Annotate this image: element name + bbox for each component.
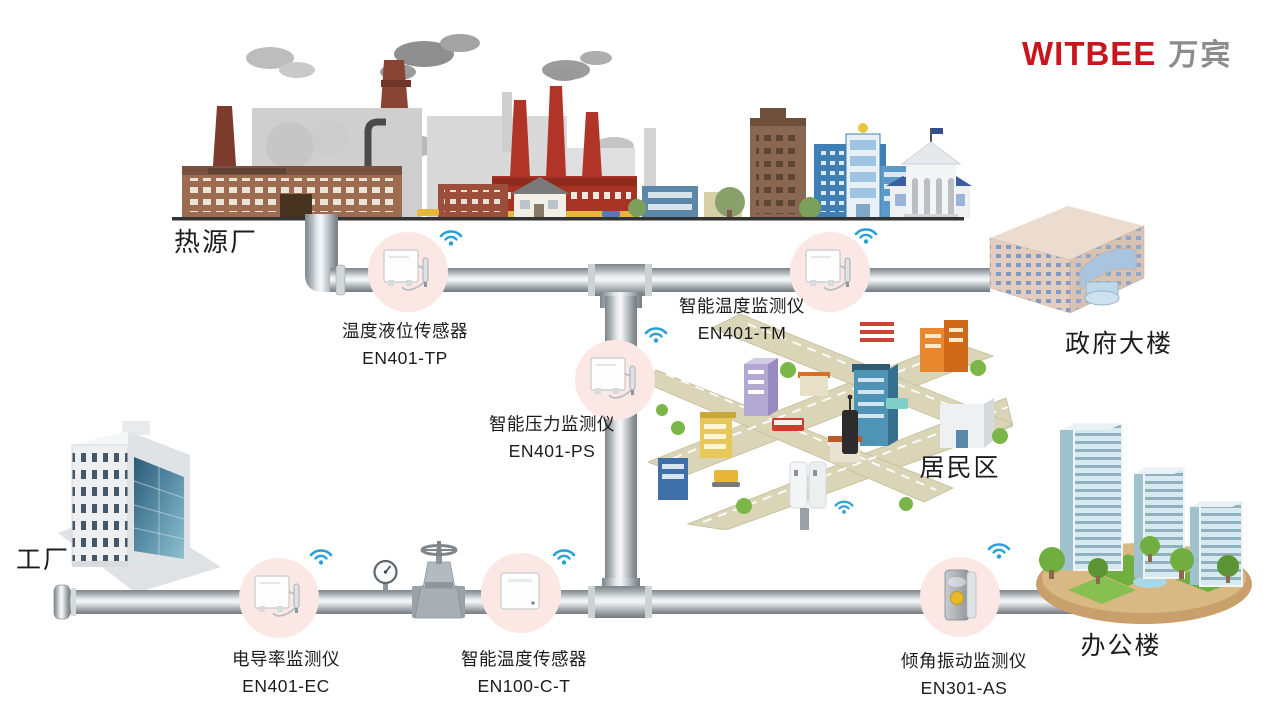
sensor-model: EN301-AS xyxy=(920,678,1008,698)
sensor-label-en100-c-t: 智能温度传感器 EN100-C-T xyxy=(419,646,629,700)
sensor-name: 电导率监测仪 xyxy=(232,649,340,669)
tilt-vibration-monitor-marker xyxy=(920,557,1000,637)
tall-brown-building xyxy=(750,108,806,218)
sensor-model: EN100-C-T xyxy=(477,676,571,696)
sensor-label-en401-tm: 智能温度监测仪 EN401-TM xyxy=(637,293,847,347)
sensor-name: 智能压力监测仪 xyxy=(489,414,615,434)
temperature-monitor-marker xyxy=(790,232,870,312)
courthouse-building xyxy=(886,128,972,218)
pressure-monitor-device-icon xyxy=(590,357,636,399)
residential-trees xyxy=(656,360,1008,514)
office-tower-1 xyxy=(1060,423,1123,571)
sensor-label-en401-tp: 温度液位传感器 EN401-TP xyxy=(300,318,510,372)
wifi-icon xyxy=(644,327,668,343)
factory-building-illustration xyxy=(58,421,221,593)
wifi-icon xyxy=(987,543,1011,559)
sensor-name: 倾角振动监测仪 xyxy=(901,651,1027,671)
blue-hospital-building xyxy=(814,123,914,219)
conductivity-monitor-marker xyxy=(239,558,319,638)
tilt-vibration-monitor-device-icon xyxy=(944,569,977,621)
pressure-gauge-illustration xyxy=(373,559,398,592)
top-tee-fitting xyxy=(588,264,652,296)
government-building-label: 政府大楼 xyxy=(1064,330,1173,358)
smart-temperature-sensor-device-icon xyxy=(500,572,540,610)
sensor-model: EN401-PS xyxy=(508,441,596,461)
sensor-label-en401-ec: 电导率监测仪 EN401-EC xyxy=(181,646,391,700)
heat-plant-skyline-illustration xyxy=(172,34,972,221)
wifi-icon xyxy=(854,228,878,244)
wifi-icon xyxy=(309,549,333,565)
office-building-label: 办公楼 xyxy=(1080,632,1162,660)
factory-label: 工厂 xyxy=(16,546,71,574)
heat-plant-label: 热源厂 xyxy=(174,227,259,257)
sensor-name: 智能温度监测仪 xyxy=(679,296,805,316)
gate-valve-illustration xyxy=(412,541,465,619)
base-station-cabinets xyxy=(789,461,827,530)
sensor-label-en301-as: 倾角振动监测仪 EN301-AS xyxy=(859,648,1069,702)
sensor-model: EN401-EC xyxy=(242,676,330,696)
wifi-icon xyxy=(834,500,854,514)
temperature-level-sensor-device-icon xyxy=(383,249,429,291)
residential-area-label: 居民区 xyxy=(919,454,1001,482)
conductivity-monitor-device-icon xyxy=(254,575,300,617)
sensor-model: EN401-TM xyxy=(697,323,787,343)
office-building-illustration xyxy=(1036,423,1252,624)
sensor-label-en401-ps: 智能压力监测仪 EN401-PS xyxy=(447,411,657,465)
brand-logo: WITBEE 万宾 xyxy=(1022,30,1232,74)
office-trees xyxy=(1039,536,1239,584)
sensor-name: 智能温度传感器 xyxy=(461,649,587,669)
sensor-model: EN401-TP xyxy=(362,348,448,368)
brand-logo-en: WITBEE xyxy=(1022,35,1157,72)
brand-logo-cn: 万宾 xyxy=(1168,39,1233,72)
communication-tower xyxy=(842,394,858,454)
smart-temperature-sensor-marker xyxy=(481,553,561,633)
sensor-name: 温度液位传感器 xyxy=(342,321,468,341)
temperature-monitor-device-icon xyxy=(805,249,851,291)
residential-area-illustration xyxy=(648,313,1013,530)
brown-factory-building xyxy=(182,166,402,218)
bottom-tee-fitting xyxy=(588,586,652,618)
wifi-icon xyxy=(552,549,576,565)
pressure-monitor-marker xyxy=(575,340,655,420)
temperature-level-sensor-marker xyxy=(368,232,448,312)
wifi-icon xyxy=(439,230,463,246)
government-building-illustration xyxy=(989,206,1145,314)
